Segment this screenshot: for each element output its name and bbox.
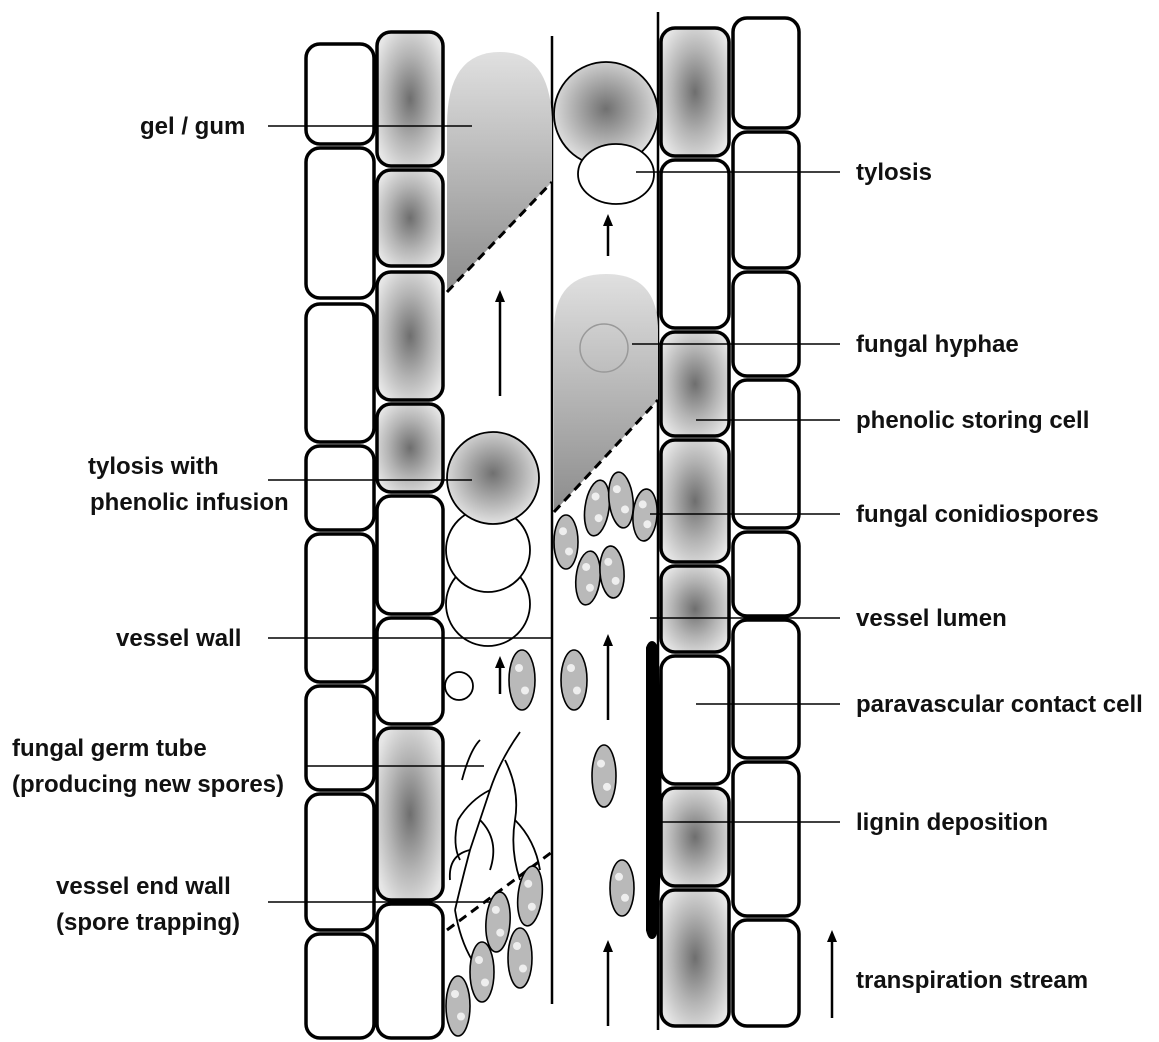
parenchyma-cell <box>306 148 374 298</box>
fungal-spore <box>581 479 613 538</box>
parenchyma-cell <box>733 762 799 916</box>
fungal-spore <box>631 488 659 542</box>
parenchyma-cell <box>306 794 374 930</box>
fungal-spore <box>446 976 470 1036</box>
parenchyma-cell <box>733 620 799 758</box>
phenolic-storing-cell <box>661 440 729 562</box>
paravascular-contact-cell <box>661 656 729 784</box>
label-tylosis-with-line1: tylosis with <box>88 453 219 480</box>
label-fungal-conidiospores: fungal conidiospores <box>856 501 1099 528</box>
contact-cell <box>377 618 443 724</box>
flow-arrow <box>495 656 505 694</box>
phenolic-storing-cell <box>377 170 443 266</box>
tylosis-with-phenolic-infusion <box>446 432 539 646</box>
contact-cell <box>377 496 443 614</box>
parenchyma-cell <box>733 272 799 376</box>
flow-arrow <box>827 930 837 1018</box>
small-tylosis <box>445 672 473 700</box>
fungal-spore <box>598 545 626 599</box>
phenolic-storing-cell <box>661 28 729 156</box>
flow-arrow <box>603 940 613 1026</box>
flow-arrow <box>495 290 505 396</box>
label-vessel-lumen: vessel lumen <box>856 605 1007 632</box>
fungal-spore <box>554 515 578 569</box>
label-germ-tube-line2: (producing new spores) <box>12 771 284 798</box>
parenchyma-cell <box>733 380 799 528</box>
parenchyma-cell <box>306 686 374 790</box>
fungal-spore <box>509 650 535 710</box>
gel-plug-upper <box>447 52 552 292</box>
phenolic-storing-cell <box>661 890 729 1026</box>
fungal-spore <box>573 550 603 606</box>
label-phenolic-storing-cell: phenolic storing cell <box>856 407 1089 434</box>
parenchyma-cell <box>306 44 374 144</box>
phenolic-storing-cell <box>377 32 443 166</box>
parenchyma-cell <box>733 132 799 268</box>
fungal-spore <box>610 860 634 916</box>
label-end-wall-line1: vessel end wall <box>56 873 231 900</box>
flow-arrow <box>603 214 613 256</box>
contact-cell <box>377 904 443 1038</box>
gel-plug-lower <box>554 274 658 512</box>
parenchyma-cell <box>306 304 374 442</box>
parenchyma-cell <box>733 532 799 616</box>
parenchyma-cell <box>306 446 374 530</box>
label-gel-gum: gel / gum <box>140 113 245 140</box>
phenolic-storing-cell <box>377 404 443 492</box>
fungal-spore <box>561 650 587 710</box>
label-vessel-wall: vessel wall <box>116 625 241 652</box>
label-fungal-hyphae: fungal hyphae <box>856 331 1019 358</box>
fungal-spore <box>515 865 545 927</box>
parenchyma-cell <box>733 18 799 128</box>
tylosis-upper <box>554 62 658 204</box>
lignin-deposition <box>649 644 659 936</box>
flow-arrow <box>603 634 613 720</box>
fungal-spore <box>508 928 532 988</box>
phenolic-storing-cell <box>377 272 443 400</box>
parenchyma-cell <box>306 534 374 682</box>
phenolic-storing-cell <box>377 728 443 900</box>
fungal-spore <box>606 471 636 529</box>
label-lignin-deposition: lignin deposition <box>856 809 1048 836</box>
left-outer-cell-column <box>306 44 374 1038</box>
contact-cell <box>661 160 729 328</box>
right-inner-cell-column <box>661 28 729 1026</box>
label-transpiration-stream: transpiration stream <box>856 967 1088 994</box>
label-paravascular-contact-cell: paravascular contact cell <box>856 691 1143 718</box>
parenchyma-cell <box>733 920 799 1026</box>
phenolic-storing-cell <box>661 788 729 886</box>
parenchyma-cell <box>306 934 374 1038</box>
phenolic-storing-cell <box>661 566 729 652</box>
label-germ-tube-line1: fungal germ tube <box>12 735 207 762</box>
fungal-spore <box>470 942 494 1002</box>
label-tylosis-with-line2: phenolic infusion <box>90 489 289 516</box>
left-inner-cell-column <box>377 32 443 1038</box>
label-end-wall-line2: (spore trapping) <box>56 909 240 936</box>
fungal-spore <box>592 745 616 807</box>
label-tylosis: tylosis <box>856 159 932 186</box>
right-outer-cell-column <box>733 18 799 1026</box>
